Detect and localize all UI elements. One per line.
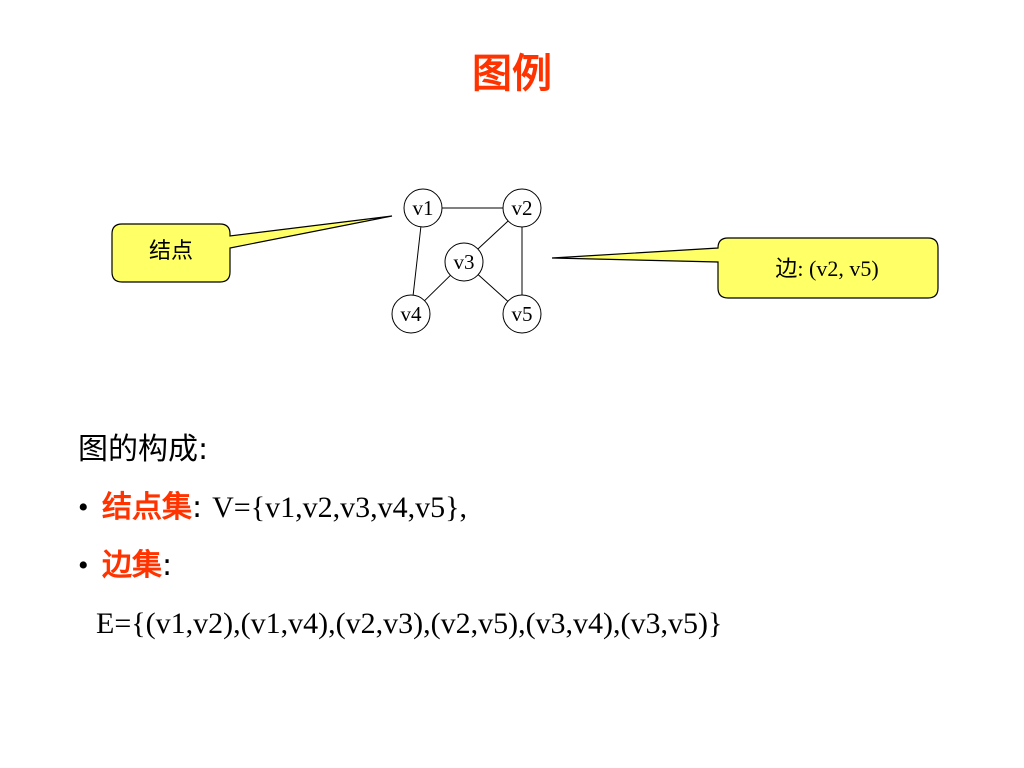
node-v5: v5 (502, 294, 542, 334)
node-label-v5: v5 (512, 302, 533, 326)
graph-edges (412, 207, 523, 302)
slide-title: 图例 (472, 51, 552, 97)
callout-edge-label: 边: (v2, v5) (716, 255, 938, 284)
node-v2: v2 (502, 188, 542, 228)
node-circle-v4 (391, 294, 431, 334)
node-v3: v3 (444, 242, 484, 282)
graph-nodes: v1 v2 v3 v4 v5 (391, 188, 542, 334)
edge-v1-v4 (412, 226, 422, 296)
node-label-v1: v1 (413, 196, 434, 220)
node-circle-v2 (502, 188, 542, 228)
node-v1: v1 (403, 188, 443, 228)
edge-set-colon: : (162, 548, 173, 583)
node-label-v2: v2 (512, 196, 533, 220)
node-set-value: V={v1,v2,v3,v4,v5}, (212, 491, 467, 524)
edge-set-line: • 边集: (78, 546, 172, 586)
node-circle-v3 (444, 242, 484, 282)
edge-v3-v5 (477, 274, 509, 302)
callout-edge-value: : (v2, v5) (797, 256, 879, 281)
node-circle-v5 (502, 294, 542, 334)
callout-edge-bubble (551, 237, 939, 299)
edge-set-term: 边集 (102, 548, 162, 583)
node-label-v4: v4 (401, 302, 423, 326)
node-v4: v4 (391, 294, 431, 334)
callout-node-label: 结点 (148, 239, 193, 264)
callout-node-bubble (111, 215, 393, 283)
callout-edge-term: 边 (775, 257, 798, 282)
edge-set-value: E={(v1,v2),(v1,v4),(v2,v3),(v2,v5),(v3,v… (96, 607, 723, 640)
bullet: • (78, 549, 89, 582)
bullet: • (78, 491, 89, 524)
edge-v2-v3 (477, 220, 509, 250)
node-set-line: • 结点集: V={v1,v2,v3,v4,v5}, (78, 488, 467, 528)
node-set-colon: : (192, 490, 203, 525)
node-circle-v1 (403, 188, 443, 228)
composition-heading: 图的构成: (78, 432, 209, 467)
node-set-term: 结点集 (102, 490, 192, 525)
node-label-v3: v3 (454, 250, 475, 274)
edge-v3-v4 (424, 274, 451, 302)
